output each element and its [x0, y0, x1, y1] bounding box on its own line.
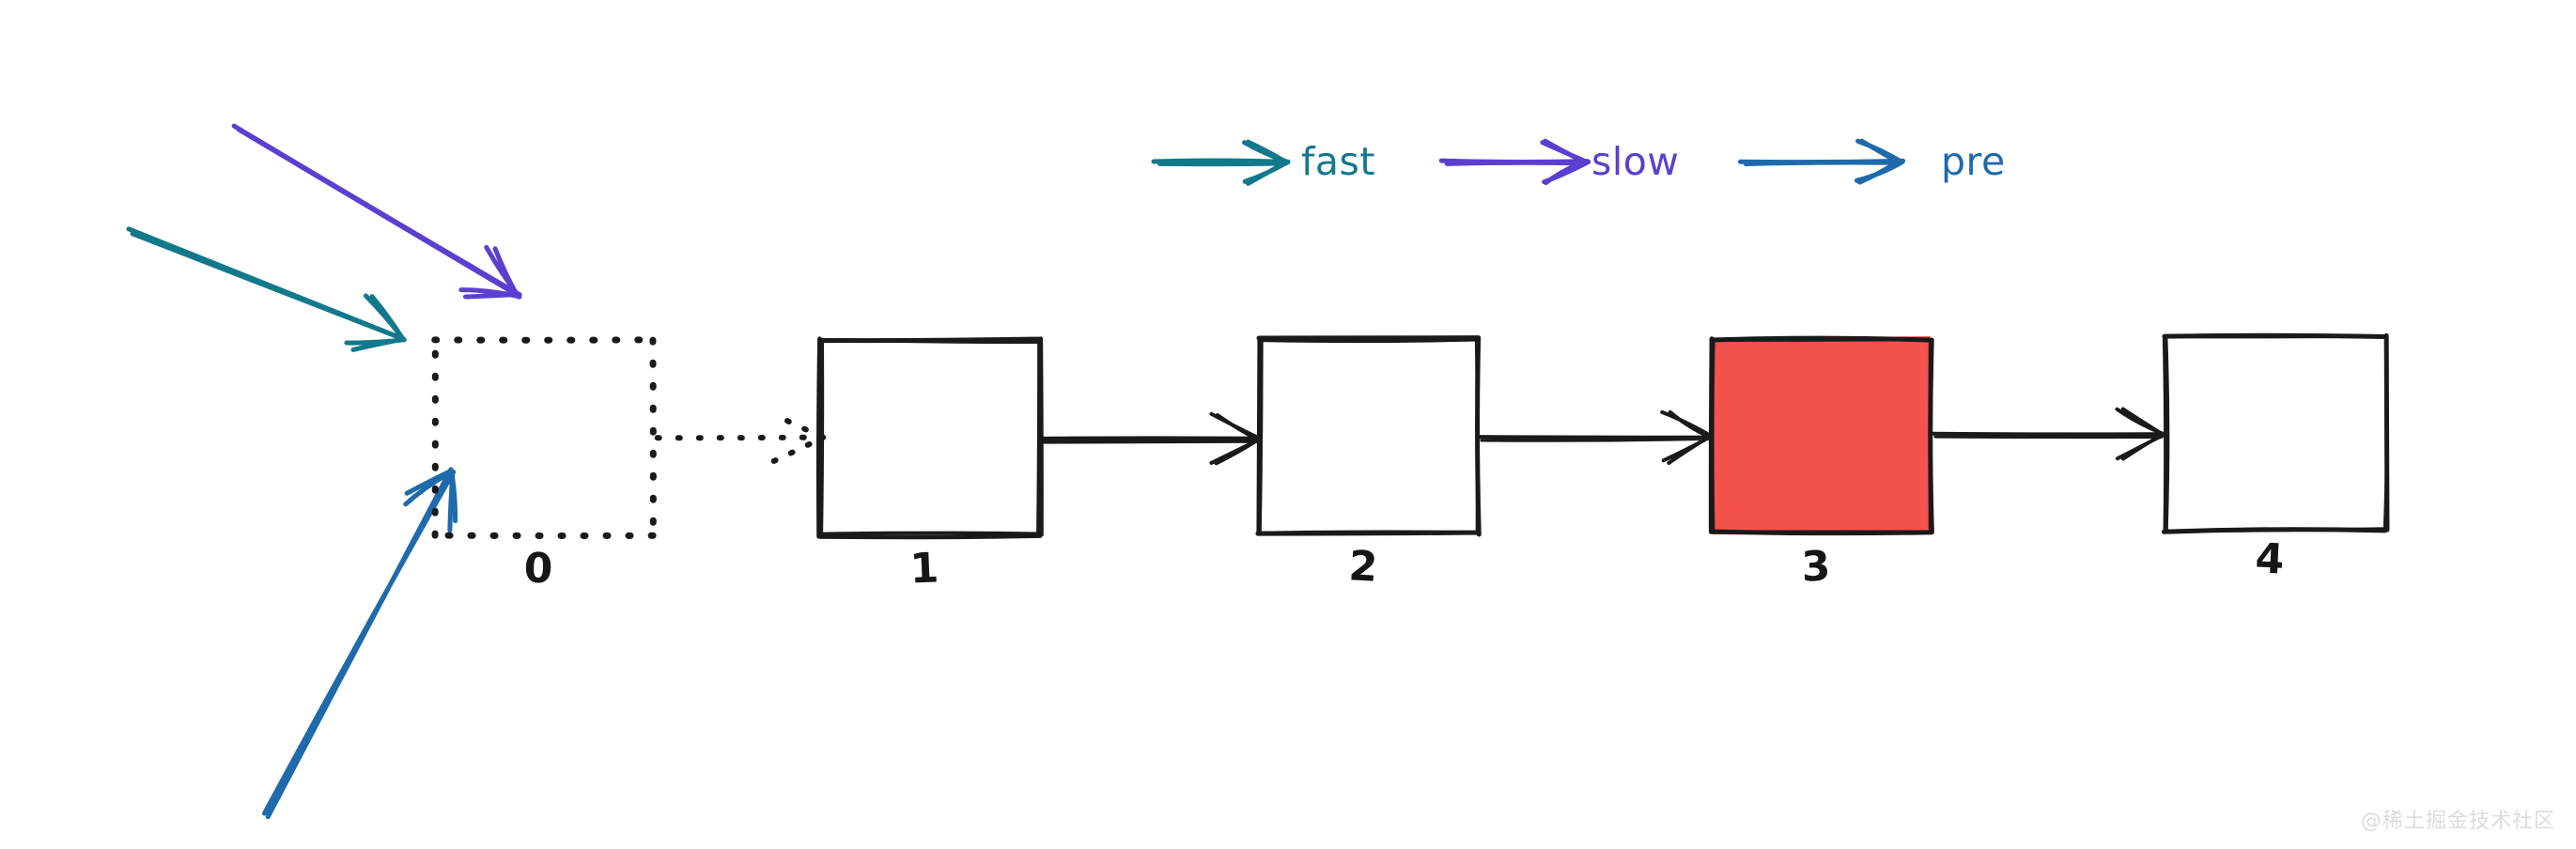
legend-label-pre: pre — [1941, 139, 2006, 184]
node-box-3[interactable] — [1708, 335, 1934, 536]
legend-label-fast: fast — [1301, 139, 1375, 184]
pointer-arrow-pre — [261, 467, 458, 820]
node-label-3: 3 — [1800, 542, 1832, 592]
pointer-group — [126, 123, 522, 820]
node-box-1[interactable] — [815, 336, 1044, 540]
node-label-1: 1 — [908, 544, 940, 594]
watermark: @稀土掘金技术社区 — [2360, 810, 2555, 833]
legend-arrow-slow — [1438, 138, 1591, 186]
pointer-arrow-fast — [126, 226, 407, 352]
node-box-4[interactable] — [2161, 332, 2390, 534]
edge-group — [654, 407, 2169, 466]
legend-arrow-fast — [1151, 139, 1291, 186]
edge-node-3-node-4 — [1930, 407, 2169, 461]
legend-arrow-pre — [1738, 138, 1906, 185]
node-label-2: 2 — [1347, 542, 1379, 592]
legend-group — [1151, 138, 1906, 186]
edge-node-1-node-2 — [1039, 411, 1263, 466]
edge-node-0-node-1 — [654, 411, 827, 464]
node-label-0: 0 — [522, 544, 554, 594]
node-box-0[interactable] — [431, 336, 657, 539]
node-group — [431, 332, 2390, 540]
edge-node-2-node-3 — [1476, 409, 1715, 465]
legend-label-slow: slow — [1591, 139, 1680, 184]
node-label-4: 4 — [2254, 534, 2286, 584]
pointer-arrow-slow — [231, 123, 522, 300]
node-box-2[interactable] — [1255, 335, 1482, 537]
